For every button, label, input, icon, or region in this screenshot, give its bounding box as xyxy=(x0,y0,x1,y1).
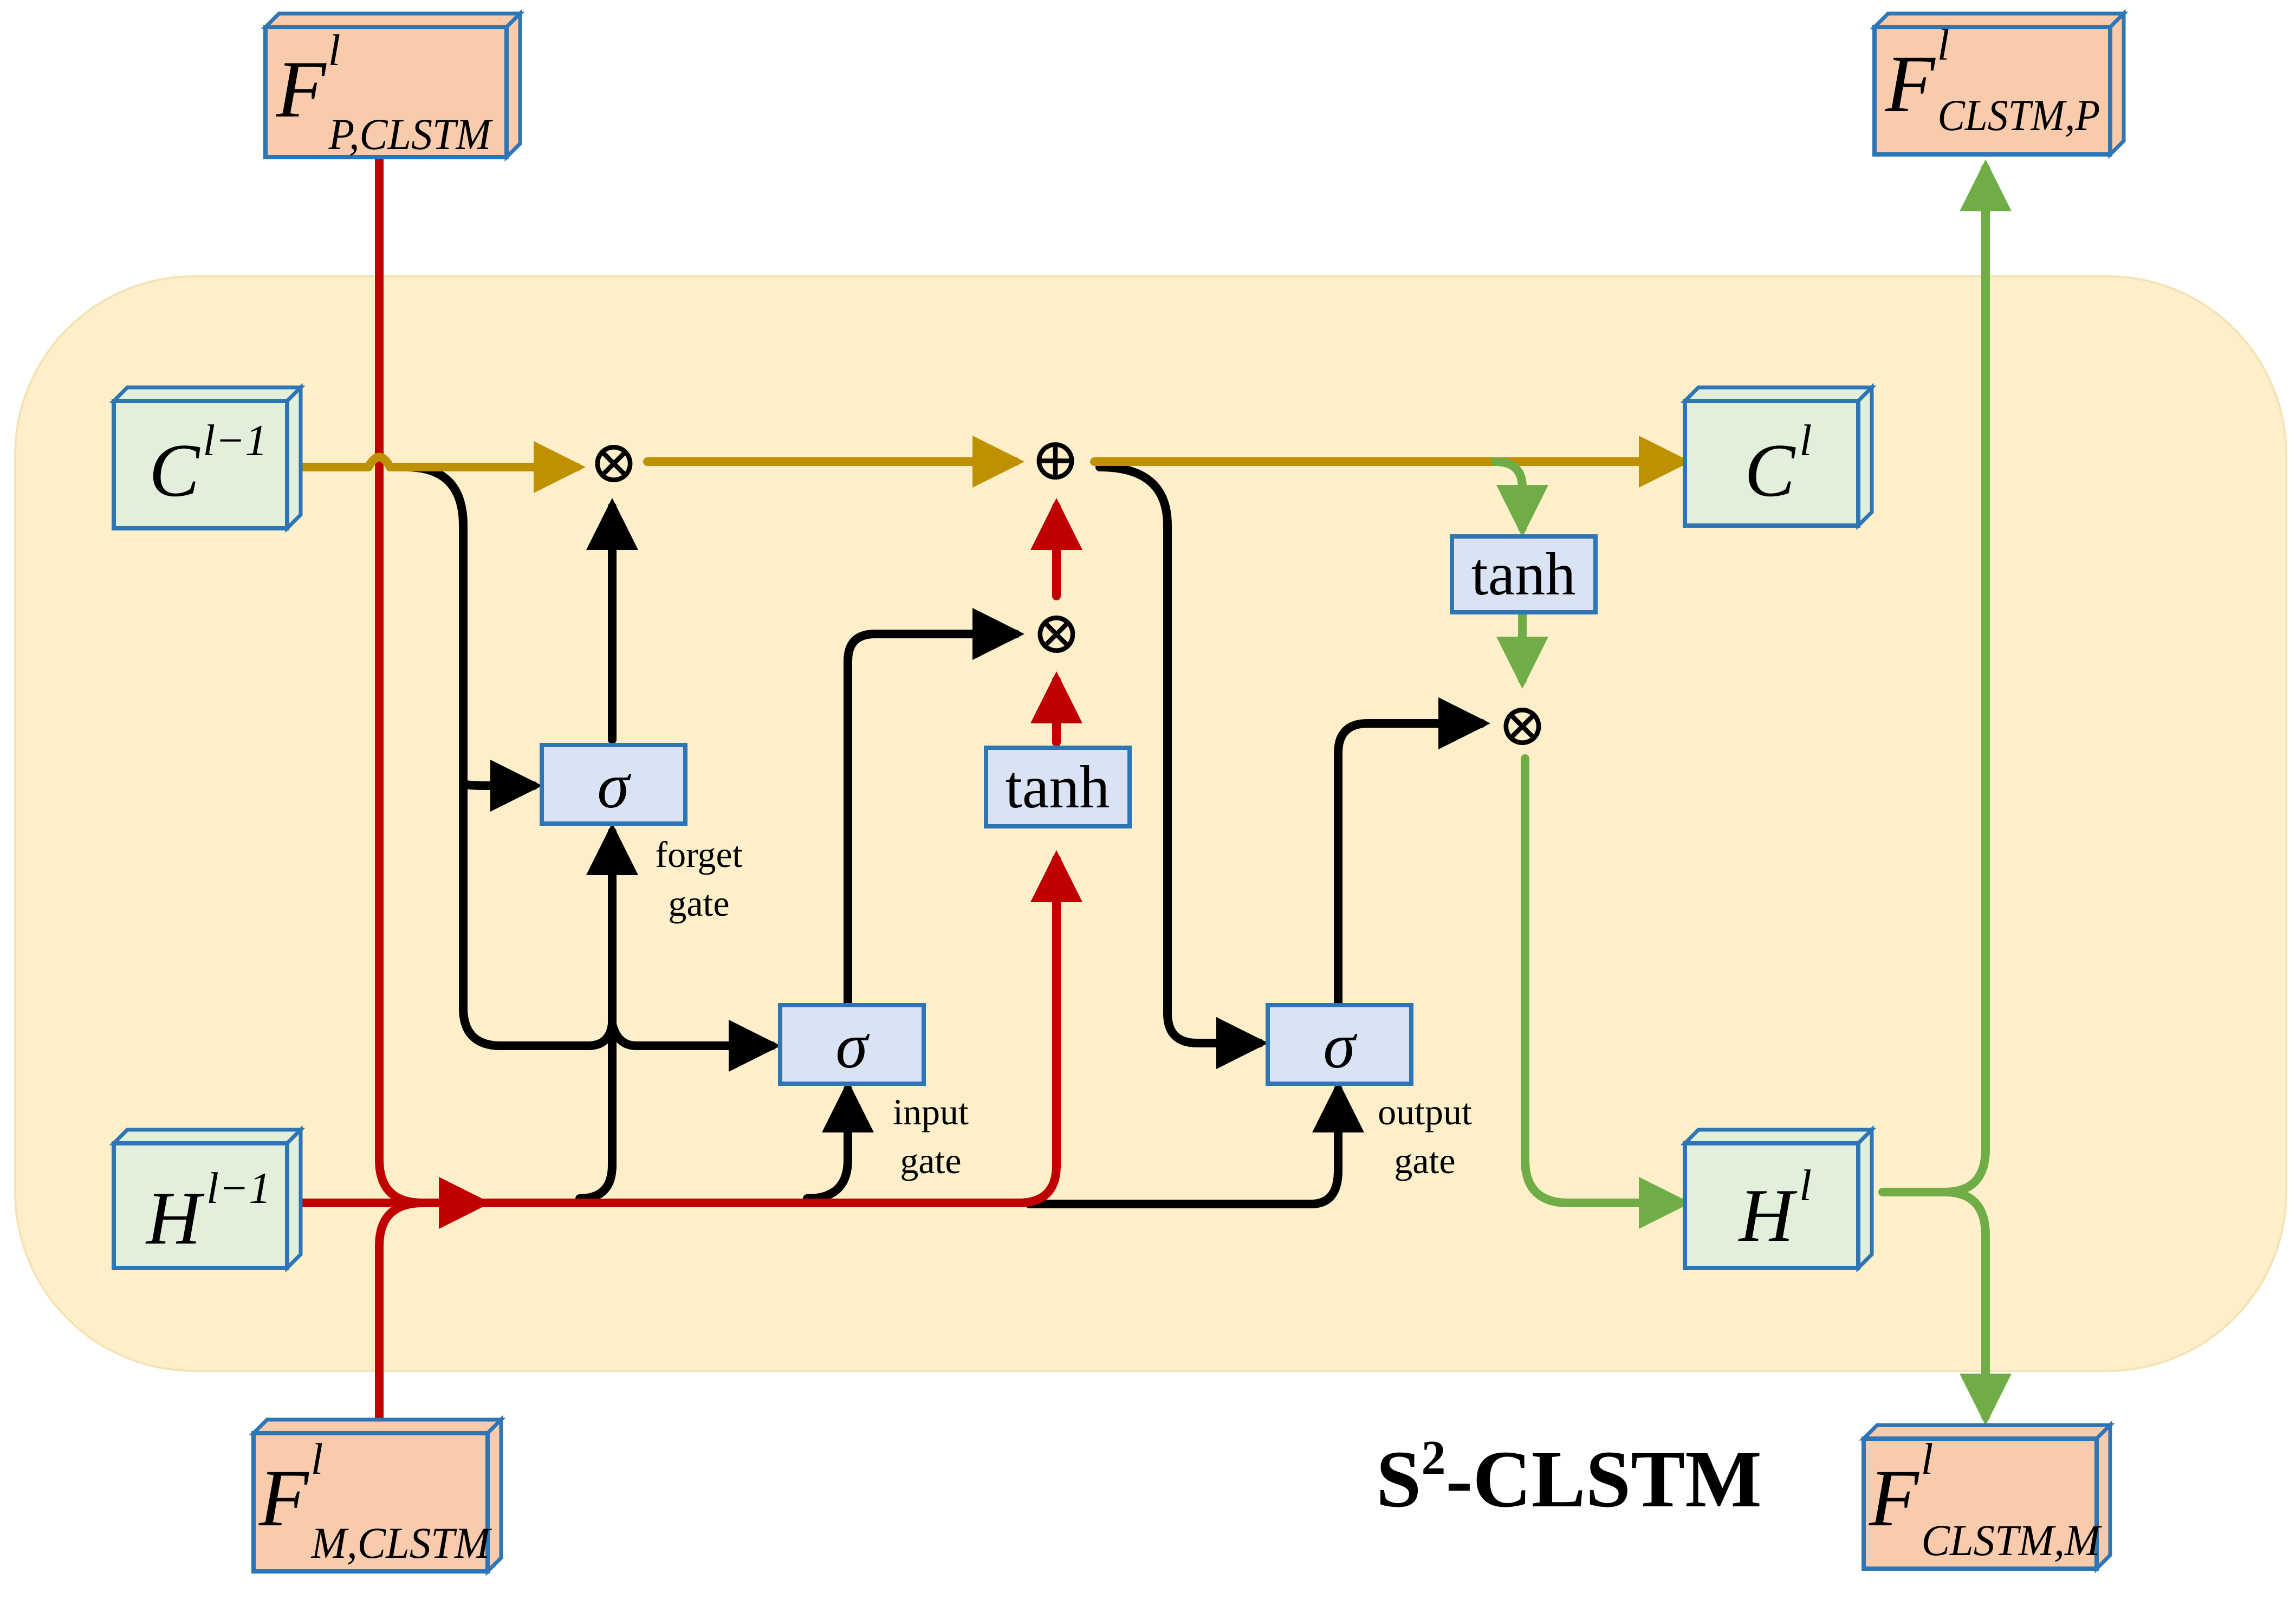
f-clstm-m-sub: CLSTM,M xyxy=(1921,1516,2103,1565)
output-multiply-operator: ⊗ xyxy=(1497,692,1547,758)
f-p-clstm-base: F xyxy=(276,44,327,134)
c-prev-sup: l−1 xyxy=(203,416,267,465)
forget-multiply-operator: ⊗ xyxy=(589,429,639,495)
svg-text:FlM,CLSTM: FlM,CLSTM xyxy=(258,1434,492,1568)
title-main: S xyxy=(1376,1434,1421,1524)
input-gate-label-2: gate xyxy=(900,1140,961,1181)
title-sup: 2 xyxy=(1421,1431,1445,1485)
input-gate-box: σ xyxy=(778,1003,926,1086)
input-gate-symbol: σ xyxy=(835,1009,870,1082)
f-clstm-p-sup: l xyxy=(1937,20,1950,69)
c-cur-sup: l xyxy=(1799,416,1812,465)
f-p-clstm-sub: P,CLSTM xyxy=(328,109,493,159)
forget-gate-label-2: gate xyxy=(668,883,729,924)
svg-text:Cl−1: Cl−1 xyxy=(149,416,268,513)
h-cur-base: H xyxy=(1738,1174,1798,1258)
diagram-title: S2-CLSTM xyxy=(1376,1431,1762,1524)
input-multiply-operator: ⊗ xyxy=(1032,600,1081,666)
output-gate-label-2: gate xyxy=(1394,1140,1455,1181)
c-cur-base: C xyxy=(1744,429,1796,513)
f-p-clstm-sup: l xyxy=(328,25,341,75)
h-prev-sup: l−1 xyxy=(206,1163,271,1213)
f-m-clstm-base: F xyxy=(258,1453,309,1543)
output-gate-label-1: output xyxy=(1378,1091,1472,1132)
output-gate-box: σ xyxy=(1266,1003,1413,1086)
forget-gate-symbol: σ xyxy=(597,749,631,821)
f-m-clstm-sup: l xyxy=(311,1434,323,1484)
svg-text:Hl−1: Hl−1 xyxy=(145,1163,271,1260)
output-gate-symbol: σ xyxy=(1323,1009,1357,1082)
input-box-c-prev: Cl−1 xyxy=(109,383,306,533)
h-prev-base: H xyxy=(145,1176,205,1260)
f-m-clstm-sub: M,CLSTM xyxy=(310,1518,492,1568)
f-clstm-p-sub: CLSTM,P xyxy=(1937,90,2100,140)
tanh-candidate-box: tanh xyxy=(984,746,1132,828)
input-gate-label-1: input xyxy=(893,1091,969,1132)
svg-text:FlP,CLSTM: FlP,CLSTM xyxy=(276,25,494,159)
forget-gate-box: σ xyxy=(540,743,687,826)
green-connections xyxy=(1491,159,2012,1426)
tanh-cell-label: tanh xyxy=(1471,541,1576,608)
svg-text:Hl: Hl xyxy=(1738,1161,1812,1258)
forget-gate-label-1: forget xyxy=(655,834,742,875)
tanh-cell-box: tanh xyxy=(1450,534,1598,614)
title-rest: -CLSTM xyxy=(1445,1434,1761,1524)
gold-connections xyxy=(299,436,1691,493)
f-clstm-p-base: F xyxy=(1885,39,1936,129)
tanh-candidate-label: tanh xyxy=(1006,754,1110,821)
f-clstm-m-base: F xyxy=(1869,1453,1919,1543)
cell-add-operator: ⊕ xyxy=(1030,426,1080,493)
red-connections xyxy=(296,153,1082,1424)
c-prev-base: C xyxy=(149,429,200,513)
svg-text:Cl: Cl xyxy=(1744,416,1812,513)
f-clstm-m-sup: l xyxy=(1921,1434,1934,1484)
h-cur-sup: l xyxy=(1799,1161,1812,1210)
output-box-c-cur: Cl xyxy=(1680,383,1877,530)
clstm-cell-panel xyxy=(14,275,2287,1372)
